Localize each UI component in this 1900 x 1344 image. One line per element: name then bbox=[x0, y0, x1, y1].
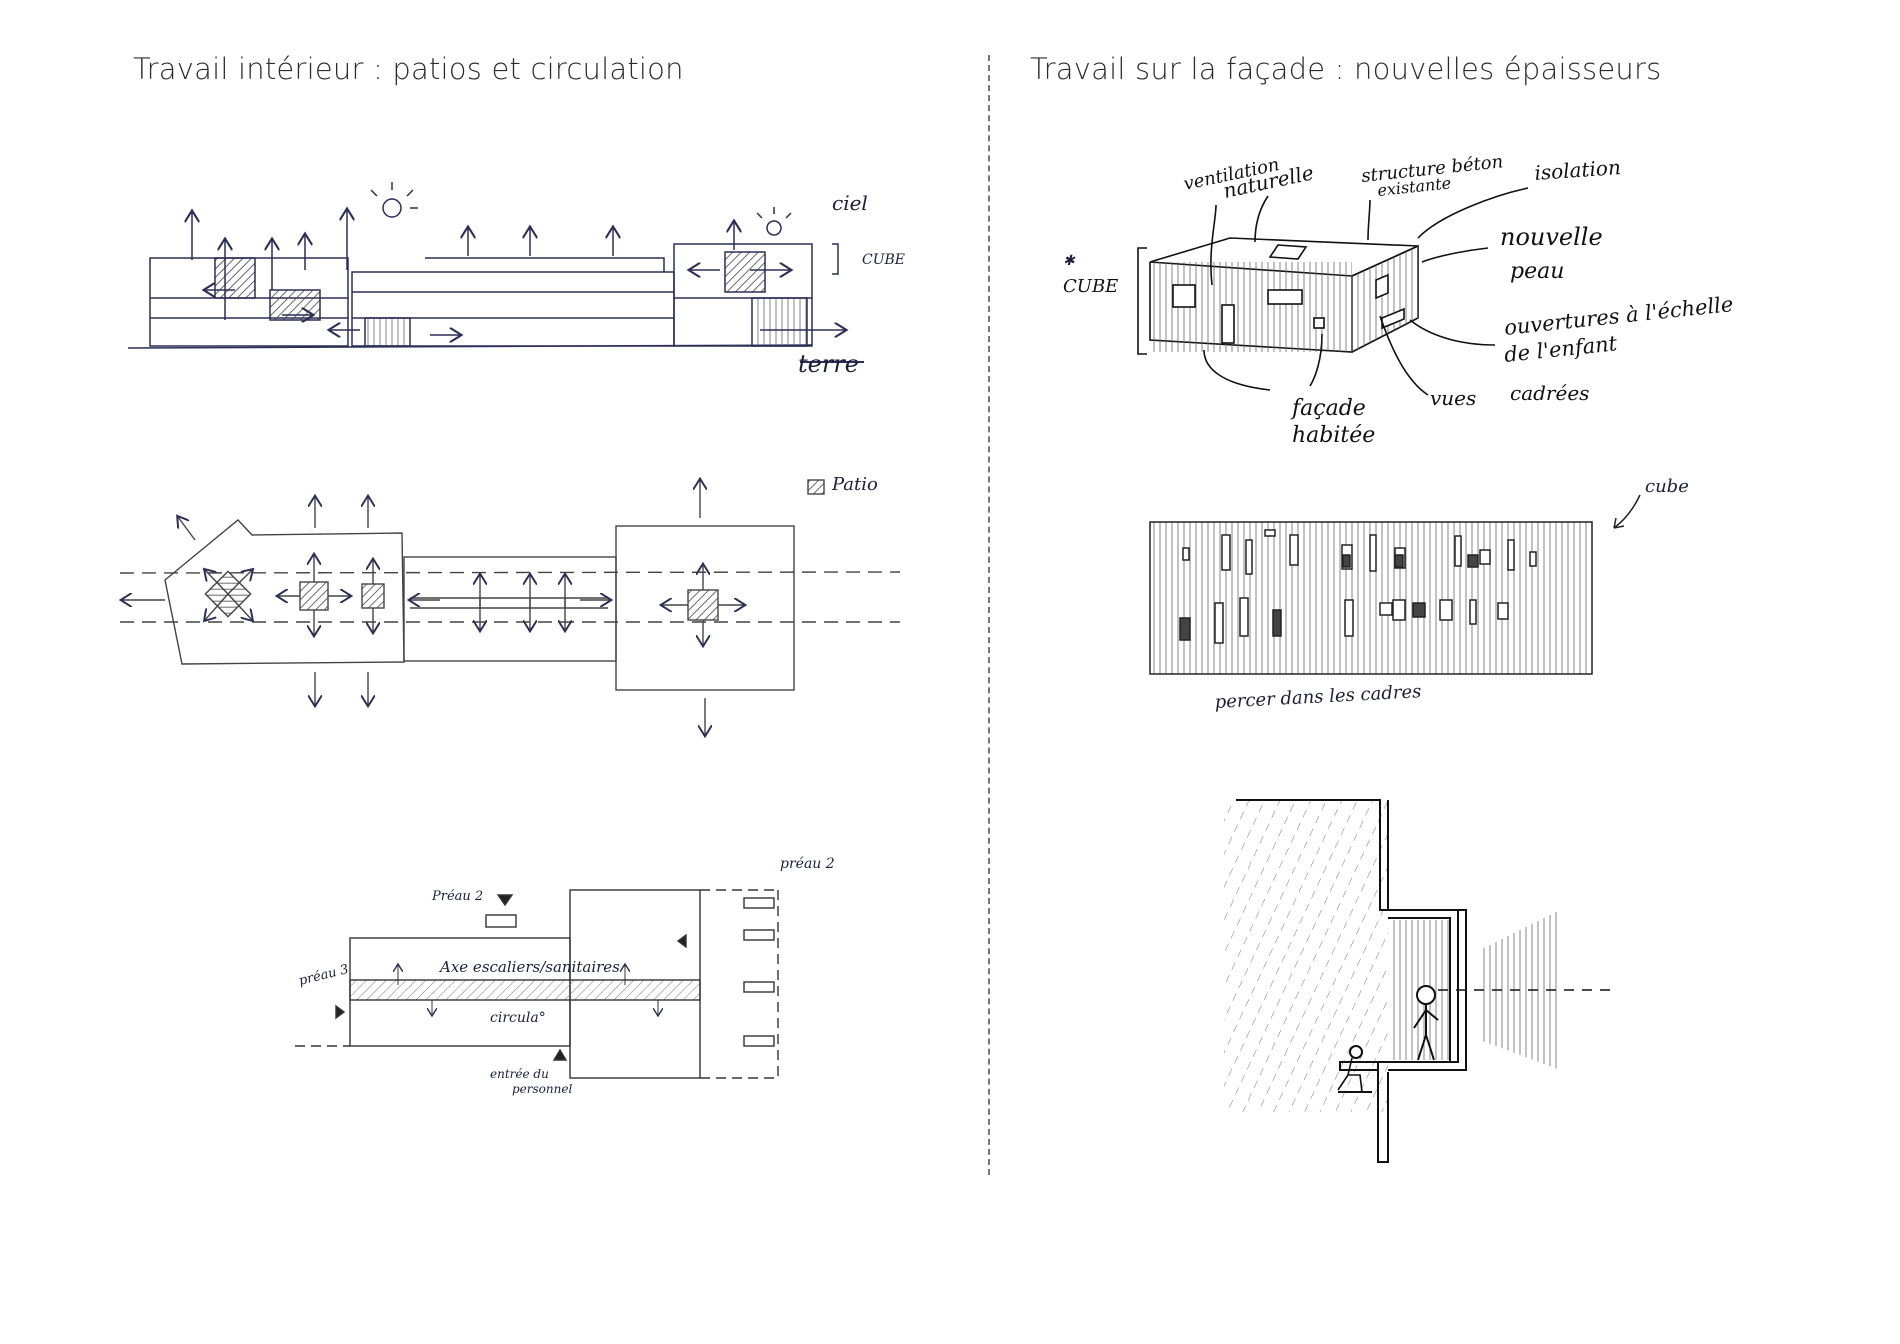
label-preau2-left: Préau 2 bbox=[431, 889, 483, 904]
facade-axo-sketch bbox=[1137, 187, 1529, 396]
facade-cube-icon: ✱ bbox=[1063, 253, 1076, 269]
label-new-skin-1: nouvelle bbox=[1500, 223, 1603, 251]
label-axis: Axe escaliers/sanitaires bbox=[438, 958, 620, 976]
label-framed-views-1: vues bbox=[1430, 386, 1476, 410]
label-framed-views-2: cadrées bbox=[1510, 381, 1589, 405]
label-staff-entrance-2: personnel bbox=[512, 1082, 572, 1096]
heading-interior: Travail intérieur : patios et circulatio… bbox=[133, 52, 684, 86]
label-cube-axo: CUBE bbox=[1063, 276, 1118, 297]
label-circulation: circula° bbox=[490, 1010, 546, 1026]
label-cube-section: CUBE bbox=[862, 252, 905, 268]
caption-elevation: percer dans les cadres bbox=[1214, 681, 1422, 713]
section-sketch bbox=[127, 182, 864, 363]
facade-elevation-sketch bbox=[1149, 494, 1641, 675]
label-inhabited-1: façade bbox=[1290, 396, 1366, 421]
label-sky: ciel bbox=[832, 191, 868, 215]
label-staff-entrance-1: entrée du bbox=[490, 1067, 549, 1081]
label-preau2-right: préau 2 bbox=[780, 856, 835, 872]
label-isolation: isolation bbox=[1534, 155, 1622, 185]
page-divider bbox=[988, 55, 990, 1175]
label-cube-elevation: cube bbox=[1645, 476, 1689, 497]
wall-section-sketch bbox=[1224, 799, 1610, 1163]
label-ground: terre bbox=[798, 350, 859, 378]
plan-sketch bbox=[120, 480, 901, 735]
label-preau3: préau 3 bbox=[297, 962, 350, 989]
axis-sketch bbox=[295, 889, 779, 1079]
label-new-skin-2: peau bbox=[1510, 259, 1564, 284]
label-patio-legend: Patio bbox=[831, 474, 878, 495]
heading-facade: Travail sur la façade : nouvelles épaiss… bbox=[1030, 52, 1662, 86]
label-openings-1: ouvertures à l'échelle bbox=[1503, 292, 1734, 340]
label-inhabited-2: habitée bbox=[1292, 423, 1375, 448]
